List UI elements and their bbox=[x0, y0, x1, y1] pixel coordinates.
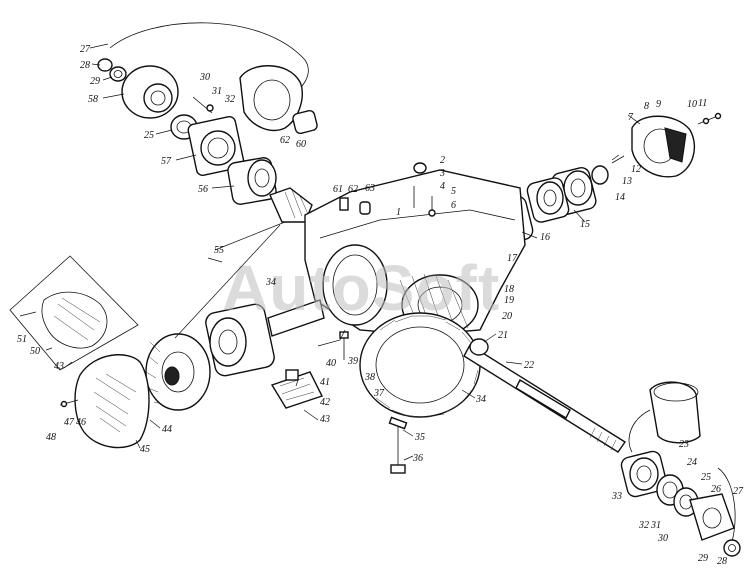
callout-43-inset: 43 bbox=[54, 361, 64, 372]
callout-63: 63 bbox=[365, 183, 375, 194]
watermark: AutoSoft bbox=[222, 252, 500, 324]
crown-gear bbox=[359, 312, 481, 474]
callout-9: 9 bbox=[656, 99, 661, 110]
callout-38: 38 bbox=[364, 372, 375, 383]
callout-20: 20 bbox=[502, 311, 512, 322]
differential-housing bbox=[304, 162, 526, 336]
callout-36: 36 bbox=[412, 453, 423, 464]
callout-31-top: 31 bbox=[211, 86, 222, 97]
callout-45: 45 bbox=[140, 444, 150, 455]
callout-19: 19 bbox=[504, 295, 514, 306]
callout-labels: 1 2 3 4 5 6 7 8 9 10 11 12 13 14 15 16 1… bbox=[17, 44, 744, 567]
callout-8: 8 bbox=[644, 101, 649, 112]
callout-23: 23 bbox=[679, 439, 689, 450]
callout-39: 39 bbox=[347, 356, 358, 367]
callout-40: 40 bbox=[326, 358, 336, 369]
callout-21: 21 bbox=[498, 330, 508, 341]
callout-35: 35 bbox=[414, 432, 425, 443]
callout-31: 31 bbox=[650, 520, 661, 531]
callout-14: 14 bbox=[615, 192, 625, 203]
callout-30: 30 bbox=[657, 533, 668, 544]
callout-44: 44 bbox=[162, 424, 172, 435]
callout-3: 3 bbox=[439, 168, 445, 179]
callout-37: 37 bbox=[373, 388, 385, 399]
callout-26: 26 bbox=[711, 484, 721, 495]
gasket-inset bbox=[9, 255, 139, 371]
callout-32-top: 32 bbox=[224, 94, 235, 105]
callout-55: 55 bbox=[214, 245, 224, 256]
upper-left-pinion-assembly bbox=[97, 22, 318, 223]
callout-46: 46 bbox=[76, 417, 86, 428]
callout-18: 18 bbox=[504, 284, 514, 295]
callout-27: 27 bbox=[733, 486, 744, 497]
axle-shaft bbox=[463, 338, 626, 453]
callout-12: 12 bbox=[631, 164, 641, 175]
callout-2: 2 bbox=[440, 155, 445, 166]
callout-10: 10 bbox=[687, 99, 697, 110]
callout-47: 47 bbox=[64, 417, 75, 428]
callout-61: 61 bbox=[333, 184, 343, 195]
callout-28-top: 28 bbox=[80, 60, 90, 71]
callout-50: 50 bbox=[30, 346, 40, 357]
callout-25-top: 25 bbox=[144, 130, 154, 141]
callout-32: 32 bbox=[638, 520, 649, 531]
callout-60: 60 bbox=[296, 139, 306, 150]
callout-7: 7 bbox=[628, 112, 634, 123]
callout-29-top: 29 bbox=[90, 76, 100, 87]
callout-6: 6 bbox=[451, 200, 456, 211]
callout-43: 43 bbox=[320, 414, 330, 425]
callout-28: 28 bbox=[717, 556, 727, 567]
callout-48: 48 bbox=[46, 432, 56, 443]
callout-24: 24 bbox=[687, 457, 697, 468]
callout-56: 56 bbox=[198, 184, 208, 195]
callout-41: 41 bbox=[320, 377, 330, 388]
callout-51: 51 bbox=[17, 334, 27, 345]
callout-22: 22 bbox=[524, 360, 534, 371]
callout-4: 4 bbox=[440, 181, 445, 192]
callout-17: 17 bbox=[507, 253, 518, 264]
left-gear-assembly bbox=[59, 299, 325, 449]
callout-15: 15 bbox=[580, 219, 590, 230]
callout-62: 62 bbox=[348, 184, 358, 195]
callout-30-top: 30 bbox=[199, 72, 210, 83]
callout-1: 1 bbox=[396, 207, 401, 218]
leader-lines bbox=[45, 43, 641, 461]
mount-assembly bbox=[270, 331, 349, 409]
lower-right-hub-assembly bbox=[620, 381, 741, 557]
callout-33: 33 bbox=[611, 491, 622, 502]
callout-27-top: 27 bbox=[80, 44, 91, 55]
callout-34-left: 34 bbox=[265, 277, 276, 288]
callout-34: 34 bbox=[475, 394, 486, 405]
callout-13: 13 bbox=[622, 176, 632, 187]
callout-5: 5 bbox=[451, 186, 456, 197]
callout-59: 62 bbox=[280, 135, 290, 146]
callout-57: 57 bbox=[161, 156, 172, 167]
callout-42: 42 bbox=[320, 397, 330, 408]
callout-25: 25 bbox=[701, 472, 711, 483]
callout-58: 58 bbox=[88, 94, 98, 105]
callout-16: 16 bbox=[540, 232, 550, 243]
callout-11: 11 bbox=[698, 98, 707, 109]
callout-29: 29 bbox=[698, 553, 708, 564]
